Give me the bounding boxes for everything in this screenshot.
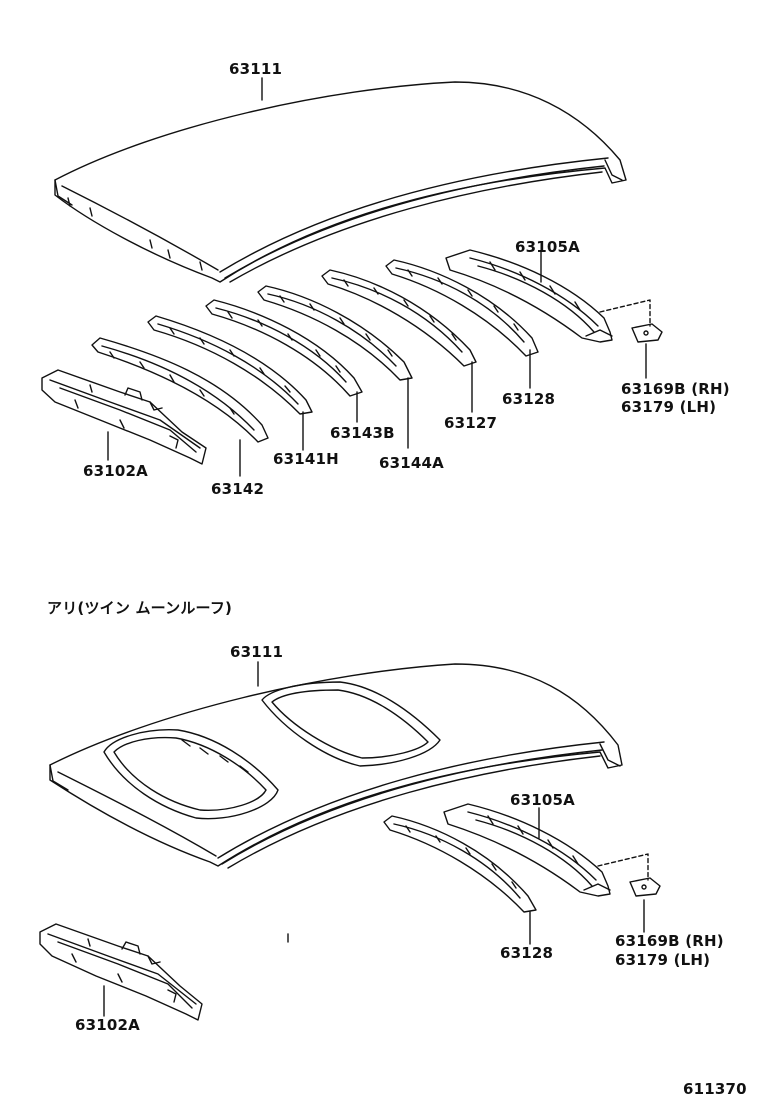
label-bow-63128-top: 63128 — [502, 390, 556, 408]
label-front-rail-bottom: 63102A — [75, 1016, 140, 1034]
label-bracket-rh-bottom: 63169B (RH) — [615, 932, 724, 950]
label-bracket-rh-top: 63169B (RH) — [621, 380, 730, 398]
roof-bow-63128-top — [385, 259, 539, 357]
label-bow-63141H: 63141H — [273, 450, 339, 468]
label-bracket-lh-bottom: 63179 (LH) — [615, 951, 711, 969]
label-bow-63127: 63127 — [444, 414, 498, 432]
roof-bow-63143B — [205, 299, 363, 397]
label-bow-63144A: 63144A — [379, 454, 444, 472]
bracket-bottom — [629, 877, 661, 897]
label-front-rail-top: 63102A — [83, 462, 148, 480]
diagram-code: 611370 — [683, 1080, 747, 1098]
label-rear-rail-top: 63105A — [515, 238, 580, 256]
roof-panel-bottom — [49, 663, 623, 869]
bracket-top — [631, 323, 663, 343]
label-roof-bottom: 63111 — [230, 643, 284, 661]
front-header-rail-bottom — [39, 923, 203, 1021]
label-bow-63128-bottom: 63128 — [500, 944, 554, 962]
label-rear-rail-bottom: 63105A — [510, 791, 575, 809]
roof-bow-63142 — [91, 337, 269, 443]
label-roof-top: 63111 — [229, 60, 283, 78]
label-bow-63142: 63142 — [211, 480, 265, 498]
label-variant-note: アリ(ツイン ムーンルーフ) — [47, 599, 233, 617]
rear-header-rail-top — [445, 249, 613, 343]
roof-bow-63127 — [321, 269, 477, 367]
roof-bow-63128-bottom — [383, 815, 537, 913]
roof-panel-top — [54, 81, 627, 283]
rear-header-rail-bottom — [443, 803, 611, 897]
label-bracket-lh-top: 63179 (LH) — [621, 398, 717, 416]
roof-bow-63141H — [147, 315, 313, 415]
roof-bow-63144A — [257, 285, 413, 381]
front-header-rail-top — [41, 369, 207, 465]
label-bow-63143B: 63143B — [330, 424, 395, 442]
